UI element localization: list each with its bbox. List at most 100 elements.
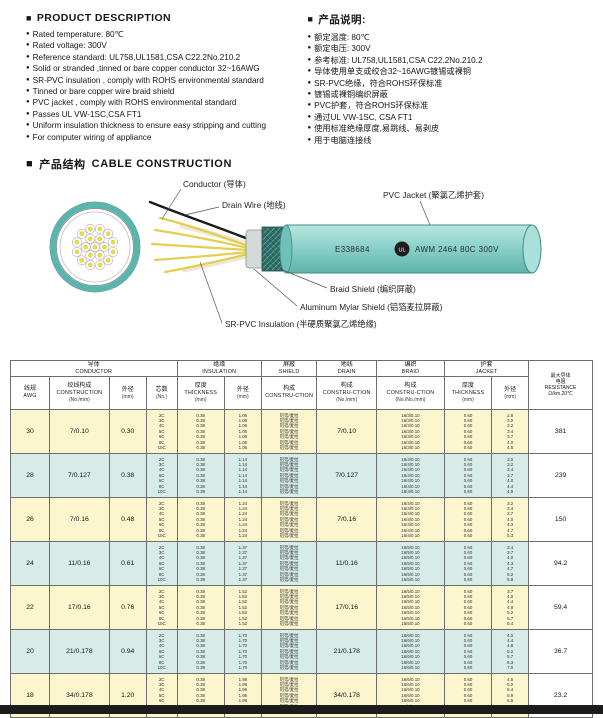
bullet-text: 导体使用单支或绞合32~16AWG镀锡或裸铜 [314,67,471,77]
square-marker-icon: ■ [26,158,34,171]
bullet-item: ●参考标准: UL758,UL1581,CSA C22.2No.210.2 [308,55,590,66]
cable-diagram-svg: E338684 UL AWM 2464 80C 300V Conductor (… [49,179,542,329]
cell-resistance: 150 [528,497,593,543]
bullet-icon: ● [26,31,30,37]
bullet-item: ●通过UL VW-1SC, CSA FT1 [308,112,590,123]
column-header-od: 外径(mm) [108,376,147,411]
cell-awg: 30 [9,409,51,455]
bullet-item: ●Uniform insulation thickness to ensure … [26,120,308,131]
cell-od: 0.94 [108,629,147,675]
cell-construction: 7/0.127 [49,453,110,499]
cell-drain: 17/0.16 [316,585,378,631]
cell-resistance: 381 [528,409,593,455]
cell-construction: 7/0.16 [49,497,110,543]
bullet-text: Solid or stranded ,tinned or bare copper… [32,64,260,74]
cell-drain: 7/0.16 [316,497,378,543]
description-column-cn: ■ 产品说明: ●额定温度: 80℃●额定电压: 300V●参考标准: UL75… [308,12,590,146]
bullet-icon: ● [26,76,30,83]
label-sr-pvc-insulation: SR-PVC Insulation (半硬质聚氯乙烯绝缘) [225,319,377,329]
cell-awg: 20 [9,629,51,675]
footer-bar [0,705,603,714]
bullet-text: Uniform insulation thickness to ensure e… [32,121,267,131]
bullet-item: ●镀锡或裸铜编织屏蔽 [308,89,590,100]
bullet-item: ●用于电脑连接线 [308,135,590,146]
column-header-ins-od: 外径(mm) [223,376,262,411]
label-aluminum-mylar-shield: Aluminum Mylar Shield (铝箔麦拉屏蔽) [300,302,443,312]
bullet-text: Reference standard: UL758,UL1581,CSA C22… [32,52,241,62]
bullet-item: ●使用标准绝缘厚度,易跳线、易剥皮 [308,123,590,134]
product-description-cn-list: ●额定温度: 80℃●额定电压: 300V●参考标准: UL758,UL1581… [308,32,590,146]
cell-resistance: 239 [528,453,593,499]
cell-od: 0.48 [108,497,147,543]
cross-section-cores [72,224,118,271]
bullet-icon: ● [26,133,30,140]
bullet-text: 通过UL VW-1SC, CSA FT1 [314,112,413,122]
bullet-text: Passes UL VW-1SC,CSA FT1 [32,109,142,119]
bullet-icon: ● [26,65,30,72]
cell-shield: 铝箔/麦拉铝箔/麦拉铝箔/麦拉铝箔/麦拉铝箔/麦拉铝箔/麦拉铝箔/麦拉 [260,629,318,675]
product-description-heading: ■ PRODUCT DESCRIPTION [26,12,308,24]
bullet-icon: ● [307,136,312,143]
label-drain-wire: Drain Wire (地线) [222,200,286,210]
cell-shield: 铝箔/麦拉铝箔/麦拉铝箔/麦拉铝箔/麦拉铝箔/麦拉铝箔/麦拉铝箔/麦拉 [260,409,318,455]
bullet-item: ●Passes UL VW-1SC,CSA FT1 [26,109,308,120]
insulated-core-graphic [181,253,251,273]
cell-awg: 22 [9,585,51,631]
bullet-item: ●SR-PVC绝缘，符合ROHS环保标准 [308,78,590,89]
bullet-icon: ● [26,53,30,60]
column-header-cores: 芯数(No.) [145,376,178,411]
bullet-text: 参考标准: UL758,UL1581,CSA C22.2No.210.2 [314,55,483,65]
column-header-jacket-od: 外径(mm) [491,376,530,411]
label-braid-shield: Braid Shield (编织屏蔽) [330,284,416,294]
cable-print: E338684 UL AWM 2464 80C 300V [335,241,499,257]
cell-shield: 铝箔/麦拉铝箔/麦拉铝箔/麦拉铝箔/麦拉铝箔/麦拉铝箔/麦拉铝箔/麦拉 [260,585,318,631]
bullet-text: SR-PVC insulation , comply with ROHS env… [32,75,264,85]
cell-resistance: 36.7 [528,629,593,675]
bullet-text: 额定温度: 80℃ [314,33,370,42]
cell-drain: 11/0.16 [316,541,378,587]
cable-3d-view: E338684 UL AWM 2464 80C 300V [148,200,542,274]
bullet-item: ●PVC jacket , comply with ROHS environme… [26,97,308,108]
cell-construction: 7/0.10 [49,409,110,455]
cable-print-spec: AWM 2464 80C 300V [415,245,499,254]
ul-mark-text: UL [398,248,405,254]
cell-resistance: 59.4 [528,585,593,631]
cable-construction-heading: ■ 产品结构 CABLE CONSTRUCTION [26,156,603,172]
bullet-icon: ● [26,99,30,106]
bullet-item: ●PVC护套，符合ROHS环保标准 [308,100,590,111]
bullet-item: ●Tinned or bare copper wire braid shield [26,86,308,97]
bullet-item: ●Reference standard: UL758,UL1581,CSA C2… [26,52,308,63]
bullet-icon: ● [307,68,312,75]
bullet-item: ●导体使用单支或绞合32~16AWG镀锡或裸铜 [308,66,590,77]
bullet-item: ●SR-PVC insulation , comply with ROHS en… [26,75,308,86]
